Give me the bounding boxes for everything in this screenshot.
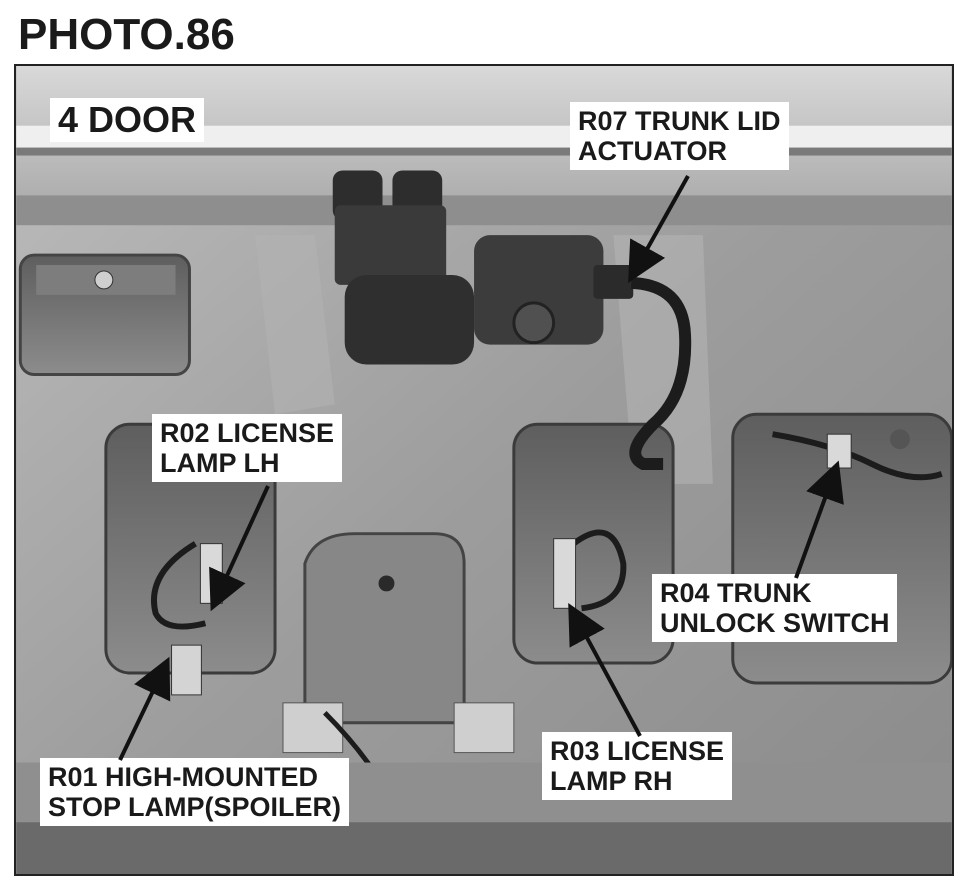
callout-r03-line2: LAMP RH [550, 766, 673, 796]
callout-r04-trunk-unlock-switch: R04 TRUNK UNLOCK SWITCH [652, 574, 898, 642]
callout-r01-line1: R01 HIGH-MOUNTED [48, 762, 319, 792]
callout-r07-line2: ACTUATOR [578, 136, 727, 166]
callout-r04-line2: UNLOCK SWITCH [660, 608, 890, 638]
callout-r03-license-lamp-rh: R03 LICENSE LAMP RH [542, 732, 733, 800]
callout-r02-license-lamp-lh: R02 LICENSE LAMP LH [152, 414, 343, 482]
callout-r07-line1: R07 TRUNK LID [578, 106, 781, 136]
callout-r02-line1: R02 LICENSE [160, 418, 335, 448]
callout-r01-line2: STOP LAMP(SPOILER) [48, 792, 342, 822]
callout-r01-high-mounted-stop-lamp: R01 HIGH-MOUNTED STOP LAMP(SPOILER) [40, 758, 350, 826]
callout-r02-line2: LAMP LH [160, 448, 280, 478]
callout-r04-line1: R04 TRUNK [660, 578, 812, 608]
callout-r03-line1: R03 LICENSE [550, 736, 725, 766]
callout-r07-trunk-lid-actuator: R07 TRUNK LID ACTUATOR [570, 102, 789, 170]
photo-number-heading: PHOTO.86 [18, 10, 235, 59]
body-style-tag: 4 DOOR [50, 98, 205, 142]
